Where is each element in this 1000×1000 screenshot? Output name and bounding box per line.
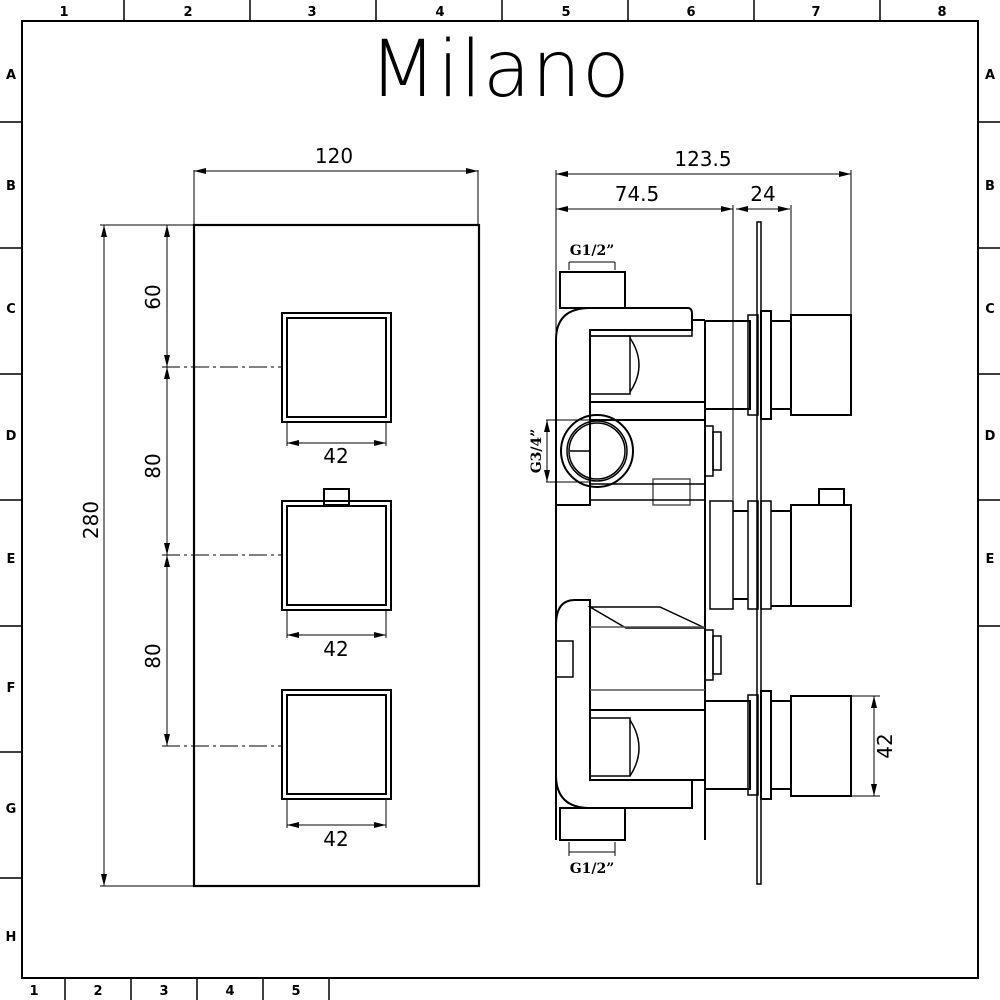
dim-overall-depth: 123.5 <box>674 147 731 171</box>
grid-row-B: B <box>6 179 16 194</box>
grid-row-right-A: A <box>985 68 995 83</box>
dim-plate-width: 120 <box>315 144 353 168</box>
grid-col-bottom-5: 5 <box>291 984 300 999</box>
label-inlet-bottom: G1/2” <box>570 861 615 877</box>
grid-col-4: 4 <box>435 5 444 20</box>
label-inlet-top: G1/2” <box>570 243 615 259</box>
grid-row-labels-right: A B C D E <box>985 68 996 567</box>
grid-column-labels-top: 1 2 3 4 5 6 7 8 <box>59 5 946 20</box>
dim-spacing-1: 80 <box>141 453 165 478</box>
dim-spacing-2: 80 <box>141 643 165 668</box>
grid-row-right-B: B <box>985 179 995 194</box>
front-handle-3 <box>281 689 392 828</box>
dim-handle-2-width: 42 <box>323 637 348 661</box>
grid-row-C: C <box>6 302 16 317</box>
dim-handle-height: 42 <box>873 733 897 758</box>
front-view-labels: 120 280 60 80 80 42 42 42 <box>79 144 353 851</box>
grid-col-bottom-2: 2 <box>93 984 102 999</box>
side-view <box>544 170 880 885</box>
grid-row-right-E: E <box>986 552 995 567</box>
front-view <box>100 168 481 888</box>
grid-col-7: 7 <box>811 5 820 20</box>
front-handle-2 <box>281 488 392 638</box>
grid-col-6: 6 <box>686 5 695 20</box>
grid-row-A: A <box>6 68 16 83</box>
side-view-labels: 123.5 74.5 24 G1/2” G1/2” G3/4” 42 <box>529 147 897 877</box>
grid-row-D: D <box>6 429 17 444</box>
label-outlet: G3/4” <box>529 429 545 474</box>
grid-row-labels-left: A B C D E F G H <box>6 68 17 945</box>
grid-col-5: 5 <box>561 5 570 20</box>
dim-plate-height: 280 <box>79 501 103 539</box>
dim-handle-3-width: 42 <box>323 827 348 851</box>
dim-top-offset: 60 <box>141 284 165 309</box>
grid-row-G: G <box>6 802 17 817</box>
grid-col-3: 3 <box>307 5 316 20</box>
grid-row-E: E <box>7 552 16 567</box>
grid-row-right-C: C <box>985 302 995 317</box>
grid-row-right-D: D <box>985 429 996 444</box>
grid-col-1: 1 <box>59 5 68 20</box>
dim-handle-projection: 24 <box>750 182 775 206</box>
grid-col-bottom-1: 1 <box>29 984 38 999</box>
grid-col-8: 8 <box>937 5 946 20</box>
brand-title: Milano <box>369 25 631 115</box>
grid-col-bottom-3: 3 <box>159 984 168 999</box>
grid-row-F: F <box>7 681 16 696</box>
grid-column-labels-bottom: 1 2 3 4 5 <box>29 984 300 999</box>
front-handle-1 <box>281 312 392 446</box>
grid-col-bottom-4: 4 <box>225 984 234 999</box>
grid-col-2: 2 <box>183 5 192 20</box>
dim-handle-1-width: 42 <box>323 444 348 468</box>
dim-body-depth: 74.5 <box>615 182 660 206</box>
grid-row-H: H <box>6 930 17 945</box>
